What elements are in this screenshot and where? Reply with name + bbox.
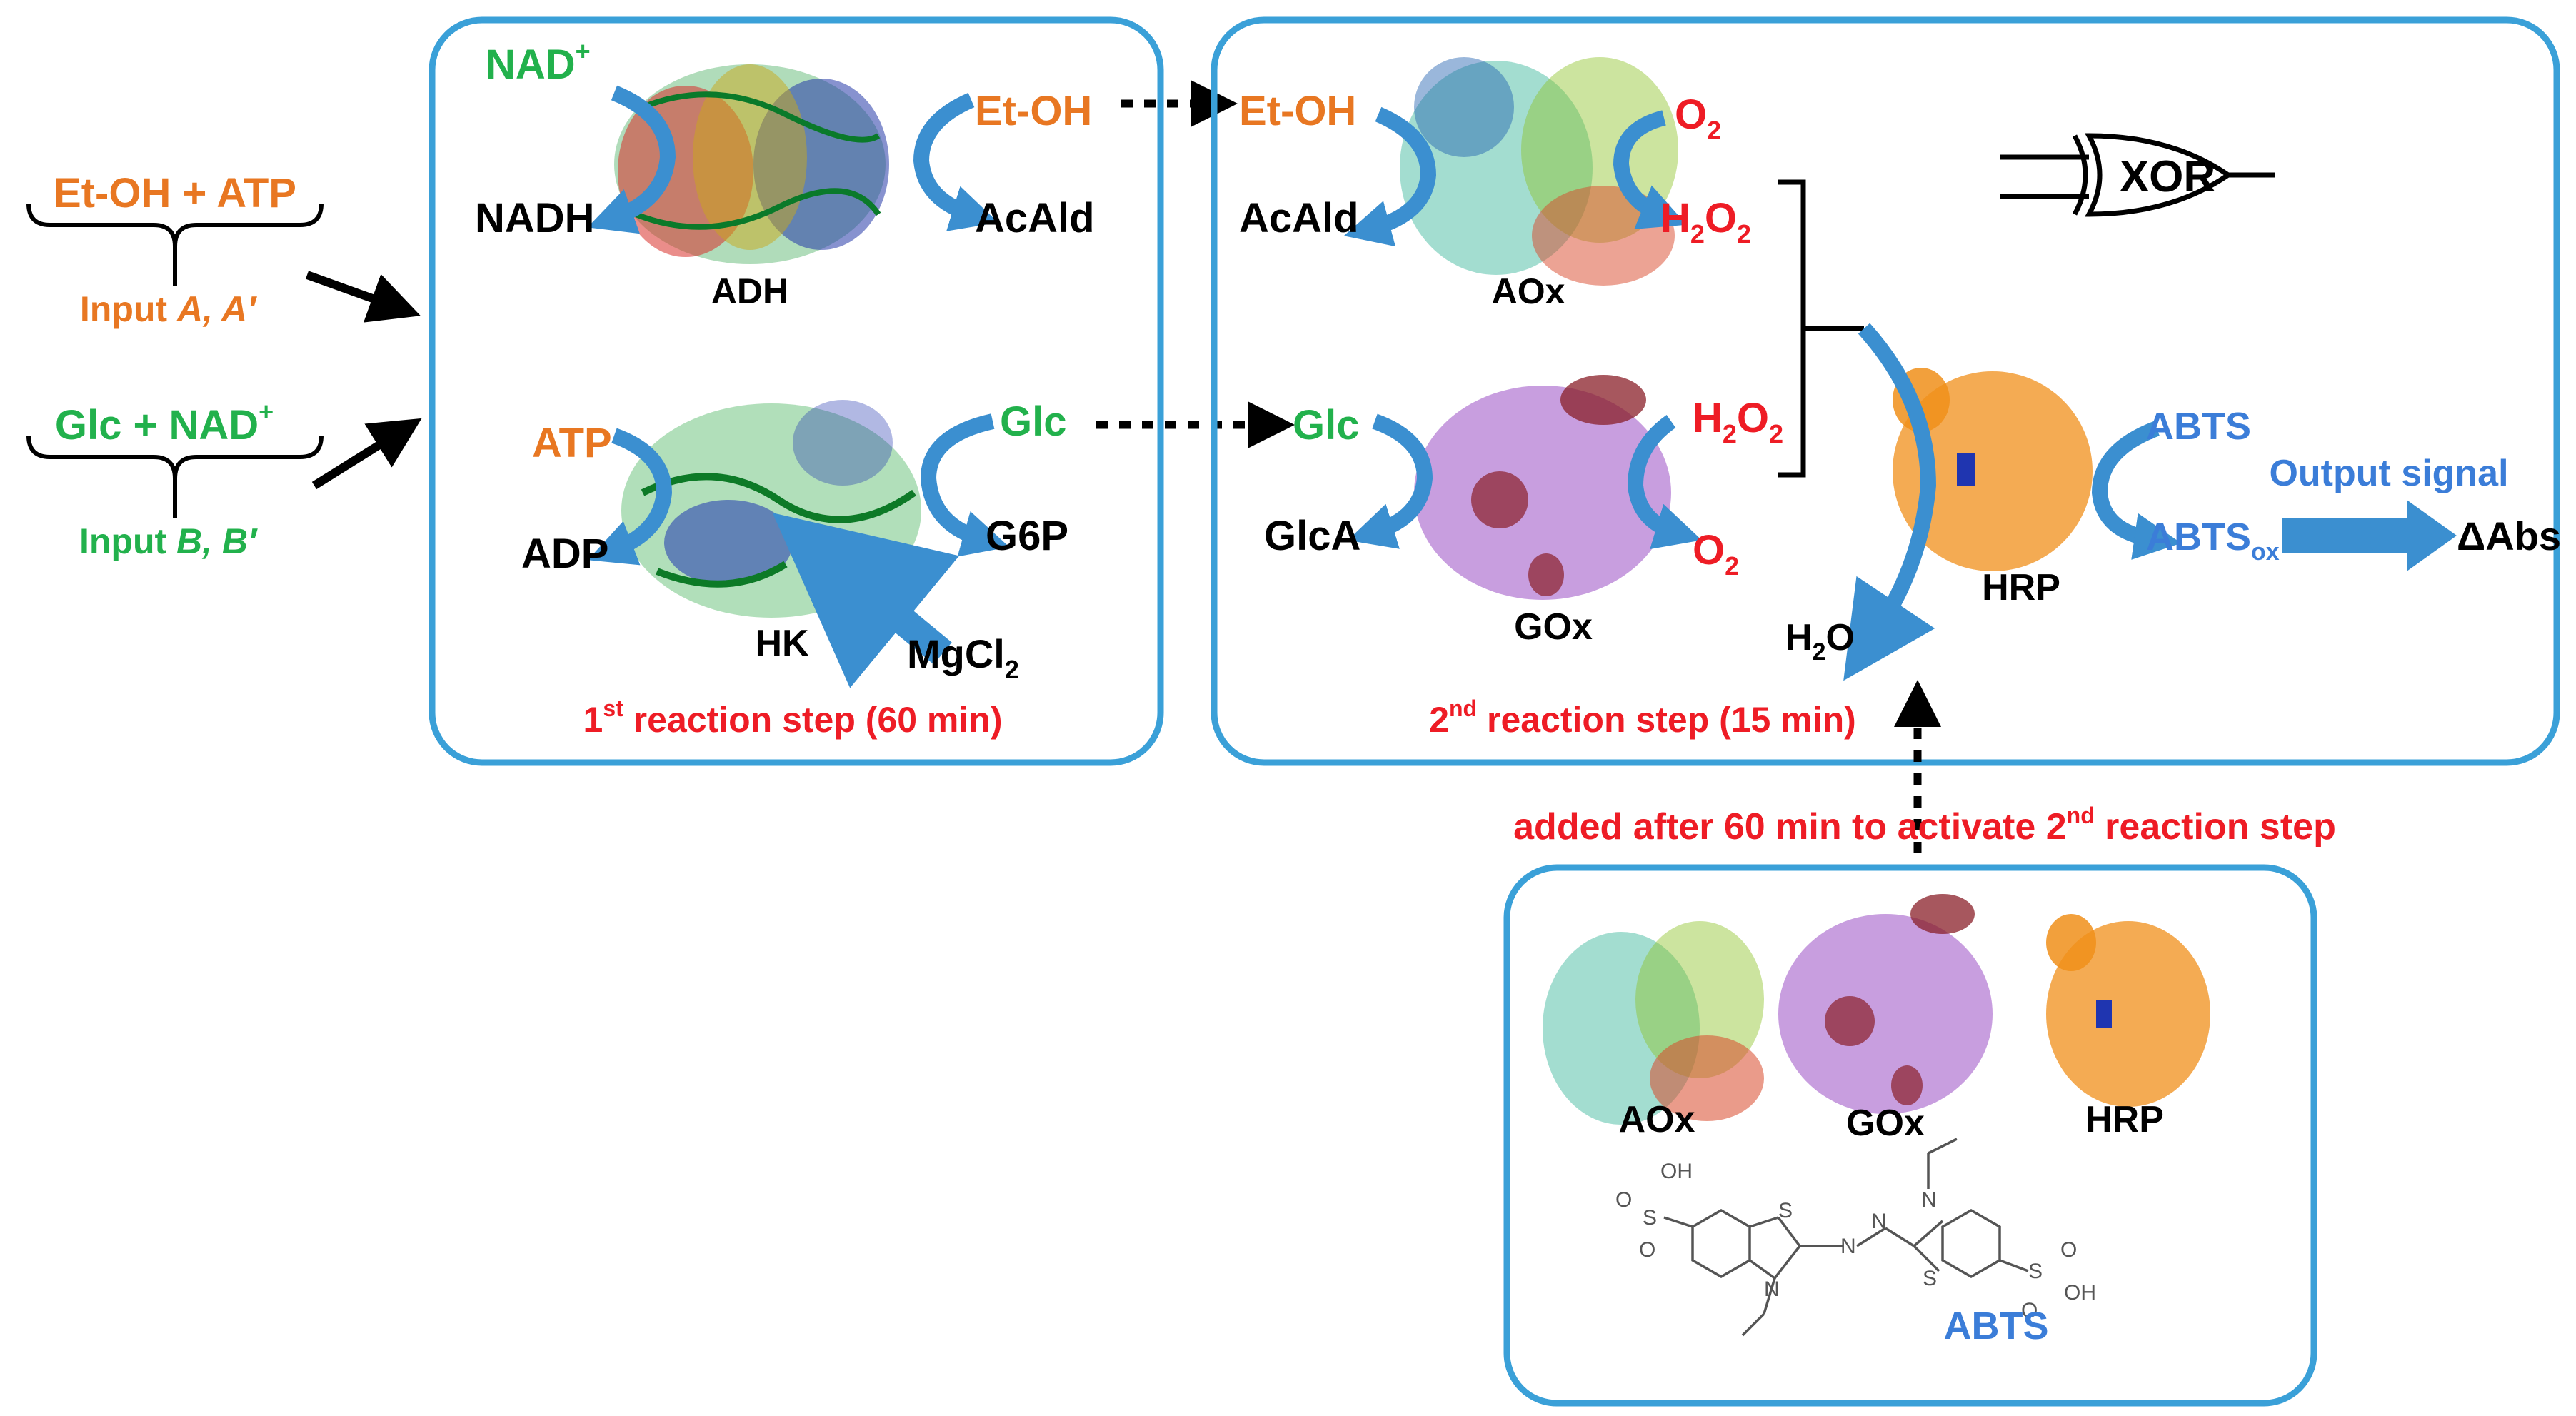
adh-enzyme-label: ADH bbox=[711, 271, 788, 311]
abts-atom-s3: S bbox=[1643, 1206, 1657, 1230]
abts-atom-s4: S bbox=[2028, 1260, 2043, 1283]
output-signal-title: Output signal bbox=[2269, 453, 2508, 494]
addition-hrp-structure bbox=[2046, 914, 2210, 1107]
mgcl2-label: MgCl2 bbox=[907, 631, 1019, 684]
step1-box bbox=[429, 16, 1164, 766]
input-b-arrow bbox=[311, 418, 422, 490]
abts-molecule bbox=[1663, 1138, 2029, 1337]
aox-product-left: AcAld bbox=[1239, 195, 1359, 241]
abts-atom-o2: O bbox=[1639, 1238, 1655, 1262]
hk-product-right: G6P bbox=[986, 513, 1068, 559]
aox-product-right: H2O2 bbox=[1660, 195, 1751, 248]
aox-substrate-left: Et-OH bbox=[1239, 88, 1356, 134]
input-a-caption: Input A, A′ bbox=[80, 289, 257, 329]
hrp-enzyme-label: HRP bbox=[1982, 567, 2060, 608]
abts-ox-label: ABTSox bbox=[2146, 516, 2280, 566]
input-b: Glc + NAD+ Input B, B′ bbox=[26, 397, 324, 561]
addition-enzyme-gox: GOx bbox=[1846, 1103, 1925, 1144]
hk-product-left: ADP bbox=[521, 531, 608, 577]
hk-right-curve bbox=[920, 413, 1010, 557]
output-arrow bbox=[2282, 500, 2457, 571]
output-value: ΔAbs bbox=[2457, 513, 2561, 558]
input-b-label: Glc + NAD+ bbox=[55, 397, 274, 448]
adh-substrate-right: Et-OH bbox=[975, 88, 1092, 134]
gox-left-curve bbox=[1348, 413, 1433, 549]
abts-oh-top: OH bbox=[1660, 1160, 1693, 1183]
abts-atom-n2: N bbox=[1840, 1235, 1856, 1258]
input-b-caption: Input B, B′ bbox=[79, 521, 258, 561]
abts-atom-s2: S bbox=[1923, 1267, 1937, 1290]
abts-label: ABTS bbox=[2146, 405, 2251, 448]
adh-structure bbox=[614, 64, 889, 264]
step2-caption: 2nd reaction step (15 min) bbox=[1429, 696, 1856, 740]
hk-substrate-right: Glc bbox=[1000, 398, 1067, 445]
gox-product-left: GlcA bbox=[1264, 513, 1360, 559]
addition-enzyme-hrp: HRP bbox=[2085, 1099, 2164, 1140]
addition-aox-structure bbox=[1543, 921, 1764, 1125]
abts-oh-bottom: OH bbox=[2064, 1281, 2096, 1305]
gox-substrate-right: O2 bbox=[1693, 527, 1739, 581]
abts-atom-n4: N bbox=[1921, 1188, 1937, 1212]
mgcl2-arrow bbox=[772, 513, 960, 688]
input-a: Et-OH + ATP Input A, A′ bbox=[26, 170, 324, 329]
hk-left-curve bbox=[588, 428, 673, 566]
addition-gox-structure bbox=[1778, 894, 1993, 1114]
addition-abts-label: ABTS bbox=[1944, 1305, 2049, 1347]
input-a-arrow bbox=[305, 271, 421, 323]
abts-atom-n1: N bbox=[1764, 1277, 1780, 1301]
adh-substrate-left: NAD+ bbox=[486, 36, 591, 88]
adh-product-left: NADH bbox=[475, 195, 595, 241]
gox-right-curve bbox=[1627, 414, 1702, 550]
svg-text:XOR: XOR bbox=[2120, 152, 2215, 201]
water-label: H2O bbox=[1785, 617, 1855, 666]
xor-gate-icon: XOR bbox=[2000, 133, 2275, 217]
input-a-label: Et-OH + ATP bbox=[54, 170, 296, 216]
hrp-water-curve bbox=[1843, 323, 1937, 681]
hrp-abts-curve bbox=[2091, 421, 2182, 560]
step1-caption: 1st reaction step (60 min) bbox=[583, 696, 1003, 740]
hk-substrate-left: ATP bbox=[532, 420, 612, 466]
aox-substrate-right: O2 bbox=[1675, 91, 1721, 145]
abts-atom-s1: S bbox=[1778, 1199, 1793, 1222]
step2-box bbox=[1211, 16, 2560, 766]
adh-right-curve bbox=[913, 92, 998, 231]
gox-enzyme-label: GOx bbox=[1514, 606, 1593, 648]
adh-product-right: AcAld bbox=[975, 195, 1095, 241]
gox-product-right: H2O2 bbox=[1693, 395, 1783, 448]
adh-left-curve bbox=[587, 85, 676, 234]
aox-right-curve bbox=[1613, 110, 1687, 229]
abts-atom-o4: O bbox=[2021, 1299, 2038, 1322]
gox-structure bbox=[1414, 375, 1671, 600]
gox-substrate-left: Glc bbox=[1293, 402, 1360, 448]
addition-box bbox=[1503, 864, 2317, 1407]
addition-enzyme-aox: AOx bbox=[1619, 1099, 1695, 1140]
abts-atom-o3: O bbox=[2060, 1238, 2077, 1262]
abts-atom-o1: O bbox=[1615, 1188, 1632, 1212]
aox-structure bbox=[1400, 57, 1678, 286]
aox-left-curve bbox=[1343, 106, 1437, 247]
hk-enzyme-label: HK bbox=[755, 623, 809, 664]
addition-caption: added after 60 min to activate 2nd react… bbox=[1513, 803, 2336, 848]
aox-enzyme-label: AOx bbox=[1492, 271, 1565, 311]
abts-atom-n3: N bbox=[1871, 1210, 1887, 1233]
